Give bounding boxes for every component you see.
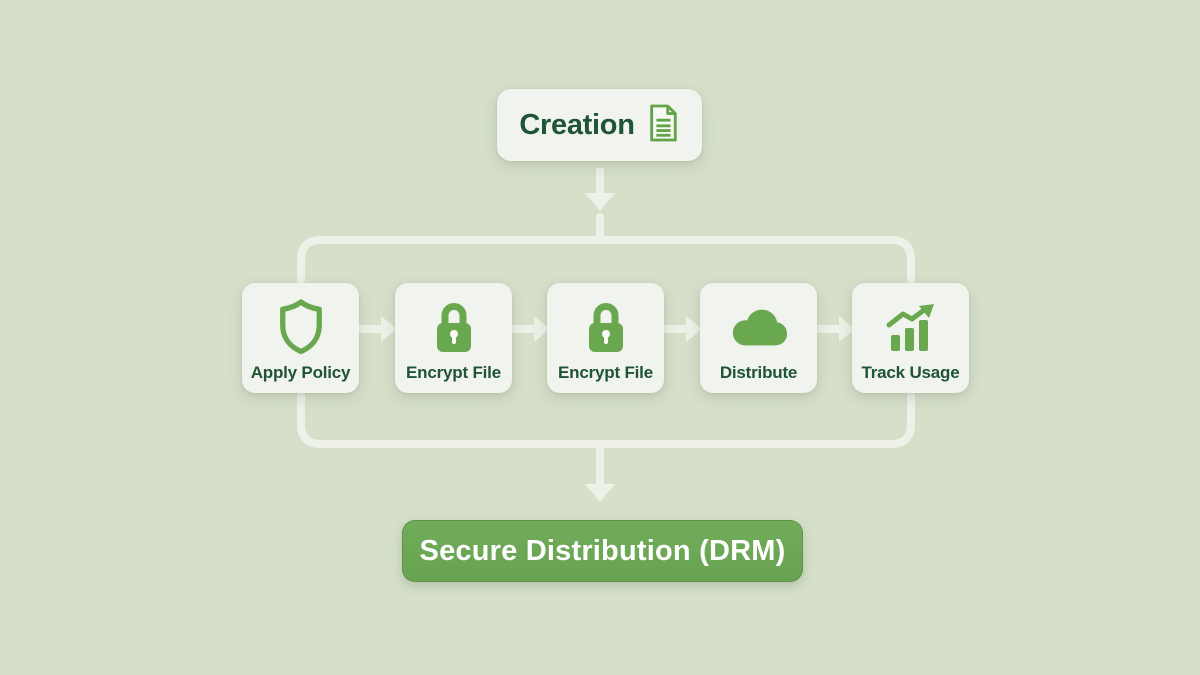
- trending-chart-icon: [884, 298, 938, 356]
- arrow-step2-step3: [509, 316, 550, 342]
- shield-icon: [276, 298, 326, 356]
- node-creation: Creation: [497, 89, 702, 161]
- lock-icon: [430, 298, 478, 356]
- arrow-down-to-end: [585, 444, 615, 502]
- node-encrypt-file-2: Encrypt File: [547, 283, 664, 393]
- arrow-down-from-creation: [585, 168, 615, 211]
- apply-policy-label: Apply Policy: [250, 363, 351, 382]
- arrow-step3-step4: [661, 316, 702, 342]
- node-distribute: Distribute: [700, 283, 817, 393]
- node-secure-distribution-drm: Secure Distribution (DRM): [402, 520, 803, 582]
- cloud-icon: [728, 298, 790, 356]
- lock-icon: [582, 298, 630, 356]
- secure-distribution-label: Secure Distribution (DRM): [419, 534, 786, 567]
- creation-label: Creation: [519, 108, 635, 141]
- connector-bracket-bottom: [297, 392, 915, 448]
- document-icon: [646, 102, 680, 149]
- connector-bracket-top: [297, 236, 915, 284]
- encrypt-file-label: Encrypt File: [406, 363, 501, 382]
- arrow-step1-step2: [356, 316, 397, 342]
- distribute-label: Distribute: [719, 363, 798, 382]
- node-track-usage: Track Usage: [852, 283, 969, 393]
- track-usage-label: Track Usage: [861, 363, 960, 382]
- encrypt-file-label: Encrypt File: [558, 363, 653, 382]
- node-encrypt-file-1: Encrypt File: [395, 283, 512, 393]
- arrow-step4-step5: [814, 316, 855, 342]
- node-apply-policy: Apply Policy: [242, 283, 359, 393]
